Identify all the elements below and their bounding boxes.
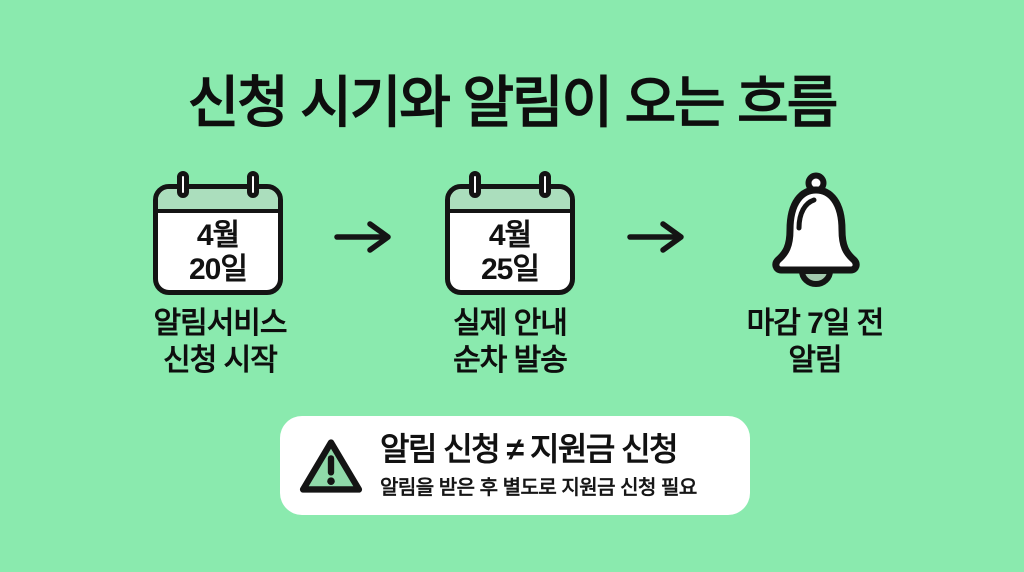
- page-title: 신청 시기와 알림이 오는 흐름: [187, 71, 838, 134]
- calendar-ring-icon: [247, 171, 259, 198]
- calendar-ring-icon: [177, 171, 189, 198]
- step-label-line: 알림서비스: [153, 307, 288, 340]
- calendar-date: 4월 20일: [158, 213, 278, 287]
- calendar-icon: 4월 20일: [153, 171, 283, 295]
- calendar-card: 4월 25일: [445, 184, 575, 295]
- step-label-2: 실제 안내 순차 발송: [400, 306, 620, 380]
- calendar-header-band: [158, 189, 278, 213]
- calendar-ring-icon: [539, 171, 551, 198]
- step-label-1: 알림서비스 신청 시작: [110, 306, 330, 380]
- step-label-line: 알림: [788, 343, 842, 377]
- notice-subtitle: 알림을 받은 후 별도로 지원금 신청 필요: [380, 476, 697, 499]
- calendar-month: 4월: [196, 219, 240, 252]
- warning-triangle-icon: [299, 438, 363, 493]
- calendar-icon: 4월 25일: [445, 171, 575, 295]
- step-label-line: 실제 안내: [453, 307, 568, 340]
- arrow-right-icon: [627, 221, 684, 253]
- bell-icon: [772, 172, 860, 287]
- step-label-line: 순차 발송: [453, 343, 568, 377]
- calendar-day: 20일: [189, 253, 248, 287]
- step-label-line: 신청 시작: [163, 343, 278, 377]
- step-label-line: 마감 7일 전: [746, 307, 885, 340]
- calendar-card: 4월 20일: [153, 184, 283, 295]
- calendar-ring-icon: [469, 171, 481, 198]
- calendar-date: 4월 25일: [450, 213, 570, 287]
- calendar-day: 25일: [481, 253, 540, 287]
- notice-card: 알림 신청 ≠ 지원금 신청 알림을 받은 후 별도로 지원금 신청 필요: [280, 416, 750, 515]
- step-label-3: 마감 7일 전 알림: [705, 306, 925, 380]
- arrow-right-icon: [334, 221, 391, 253]
- calendar-month: 4월: [488, 219, 532, 252]
- calendar-header-band: [450, 189, 570, 213]
- notice-text: 알림 신청 ≠ 지원금 신청 알림을 받은 후 별도로 지원금 신청 필요: [380, 431, 697, 500]
- notice-title: 알림 신청 ≠ 지원금 신청: [380, 431, 679, 468]
